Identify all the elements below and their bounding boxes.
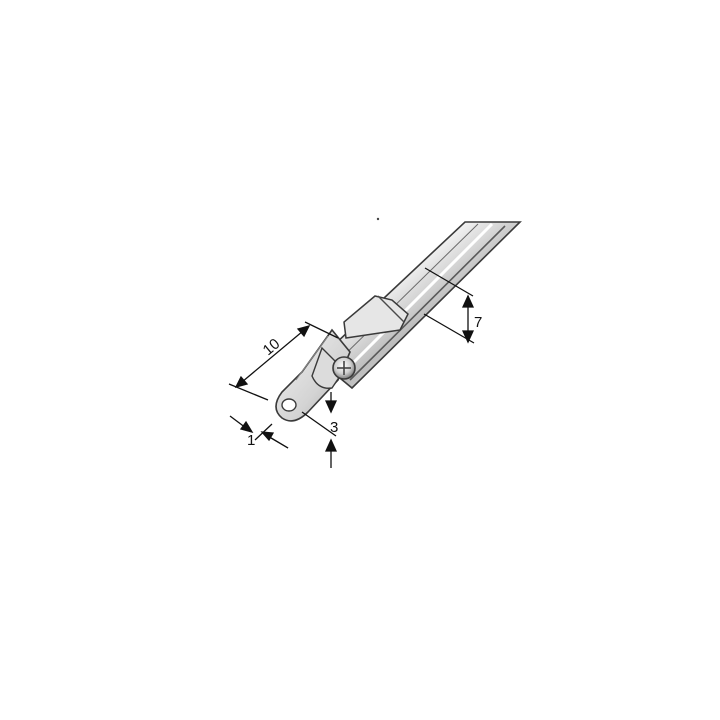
- speck: [376, 217, 380, 221]
- dim-10-extension-bottom: [228, 383, 269, 401]
- collar-ring-line: [377, 295, 405, 323]
- dim-7-arrow-bottom: [461, 330, 475, 344]
- dim-7-arrow-top: [461, 294, 475, 308]
- rod-inner-line: [329, 223, 479, 370]
- dim-3-arrow-bottom: [324, 438, 338, 452]
- dim-1-arrow-right: [260, 431, 275, 442]
- fork: [311, 346, 345, 389]
- dim-label-width: 3: [330, 419, 338, 436]
- dim-label-diameter: 7: [474, 314, 482, 331]
- dim-1-arrow-right-line: [267, 435, 289, 449]
- tongue-hole: [281, 398, 297, 412]
- dim-10-arrow-top: [296, 324, 311, 338]
- dim-label-thickness: 1: [247, 432, 255, 449]
- dim-3-extension: [301, 411, 337, 437]
- dim-10-extension-top: [304, 321, 339, 339]
- fork-body: [311, 346, 345, 389]
- dim-10-arrow-bottom: [234, 375, 249, 389]
- rod-shadow-line: [349, 225, 506, 381]
- dim-1-arrow-left: [239, 420, 254, 434]
- dim-10-line: [235, 325, 310, 388]
- dim-7-extension-top: [424, 267, 474, 297]
- dim-3-arrow-top: [324, 400, 338, 414]
- tongue-edge-line: [295, 335, 329, 381]
- dimension-lines: [228, 267, 475, 468]
- dim-label-length: 10: [260, 335, 284, 359]
- collar: [343, 295, 409, 339]
- collar-body: [343, 295, 409, 339]
- rod-highlight: [340, 222, 494, 376]
- screw: [332, 356, 356, 380]
